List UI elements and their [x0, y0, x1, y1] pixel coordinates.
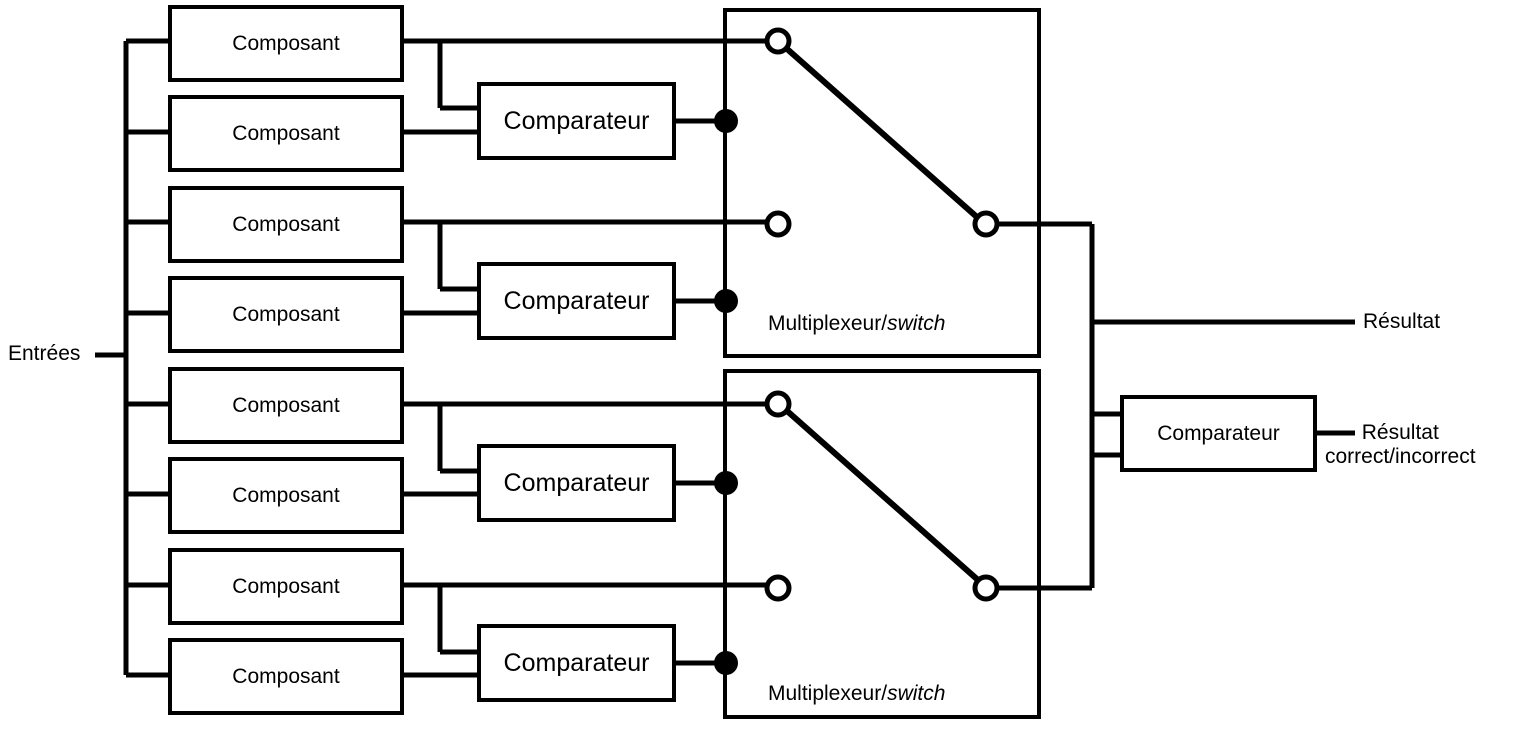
switch-common-mux-b — [972, 574, 1000, 602]
multiplexer-b-label: Multiplexeur/switch — [768, 682, 945, 706]
multiplexer-b[interactable] — [723, 369, 1041, 719]
multiplexer-a-label-italic: switch — [887, 312, 946, 335]
component-box-6[interactable]: Composant — [168, 457, 404, 534]
comparator-label-2: Comparateur — [503, 286, 650, 315]
component-box-4[interactable]: Composant — [168, 276, 404, 353]
output-label-resultat: Résultat — [1363, 310, 1441, 333]
component-box-5[interactable]: Composant — [168, 367, 404, 444]
comparator-box-1[interactable]: Comparateur — [477, 82, 676, 160]
output-label-resultat-correct-line1: Résultat — [1361, 421, 1439, 444]
comparator-box-3[interactable]: Comparateur — [477, 444, 676, 522]
comparator-label-4: Comparateur — [503, 648, 650, 677]
component-box-3[interactable]: Composant — [168, 186, 404, 263]
multiplexer-b-label-italic: switch — [887, 682, 946, 705]
component-label-6: Composant — [232, 483, 340, 507]
component-label-2: Composant — [232, 121, 340, 145]
switch-pole-mux-a-mid — [764, 210, 792, 238]
component-label-5: Composant — [232, 393, 340, 417]
output-label-resultat-correct-line2: correct/incorrect — [1325, 444, 1476, 468]
multiplexer-a-label: Multiplexeur/switch — [768, 312, 945, 336]
switch-common-mux-a — [972, 210, 1000, 238]
final-comparator-label: Comparateur — [1157, 421, 1280, 445]
comparator-label-3: Comparateur — [503, 468, 650, 497]
multiplexer-b-label-main: Multiplexeur/ — [768, 682, 888, 705]
comparator-box-2[interactable]: Comparateur — [477, 262, 676, 340]
component-box-1[interactable]: Composant — [168, 5, 404, 82]
component-label-7: Composant — [232, 574, 340, 598]
switch-pole-mux-b-top — [764, 390, 792, 418]
output-label-resultat-correct: Résultat correct/incorrect — [1325, 421, 1476, 468]
component-box-2[interactable]: Composant — [168, 95, 404, 172]
switch-blade-mux-b — [784, 407, 980, 583]
component-box-8[interactable]: Composant — [168, 638, 404, 715]
multiplexer-a[interactable] — [723, 8, 1041, 358]
switch-pole-mux-b-mid — [764, 574, 792, 602]
input-label: Entrées — [8, 342, 81, 365]
component-label-1: Composant — [232, 31, 340, 55]
component-box-7[interactable]: Composant — [168, 548, 404, 625]
component-label-4: Composant — [232, 302, 340, 326]
comparator-box-4[interactable]: Comparateur — [477, 624, 676, 702]
comparator-label-1: Comparateur — [503, 106, 650, 135]
final-comparator-box[interactable]: Comparateur — [1120, 395, 1317, 472]
switch-blade-mux-a — [784, 45, 980, 221]
multiplexer-a-label-main: Multiplexeur/ — [768, 312, 888, 335]
component-label-8: Composant — [232, 664, 340, 688]
switch-pole-mux-a-top — [764, 27, 792, 55]
component-label-3: Composant — [232, 212, 340, 236]
